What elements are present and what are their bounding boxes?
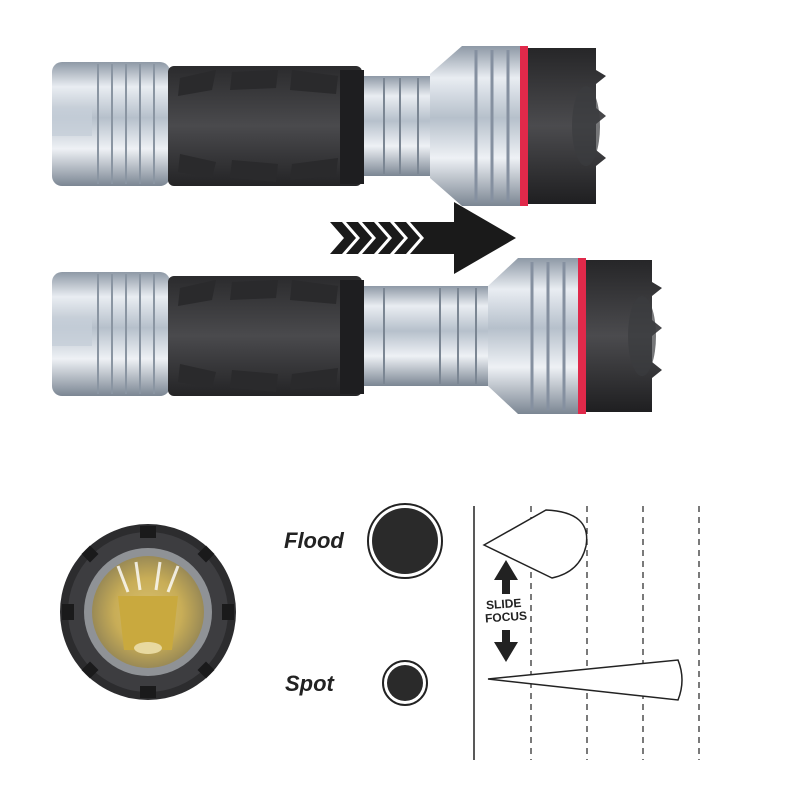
flashlight-extended-icon [52,258,662,414]
focus-label: FOCUS [484,608,528,626]
spot-beam-shape [487,659,683,701]
flood-label: Flood [284,528,344,553]
flood-beam-shape [482,509,588,579]
double-arrow-icon [494,560,518,662]
flood-dot-icon [367,503,443,579]
slide-arrow-icon [330,202,516,274]
beam-diagram [473,506,700,760]
spot-label: Spot [285,671,334,696]
flashlight-retracted-icon [52,46,606,206]
lens-front-icon [60,524,236,700]
spot-dot-icon [382,660,428,706]
